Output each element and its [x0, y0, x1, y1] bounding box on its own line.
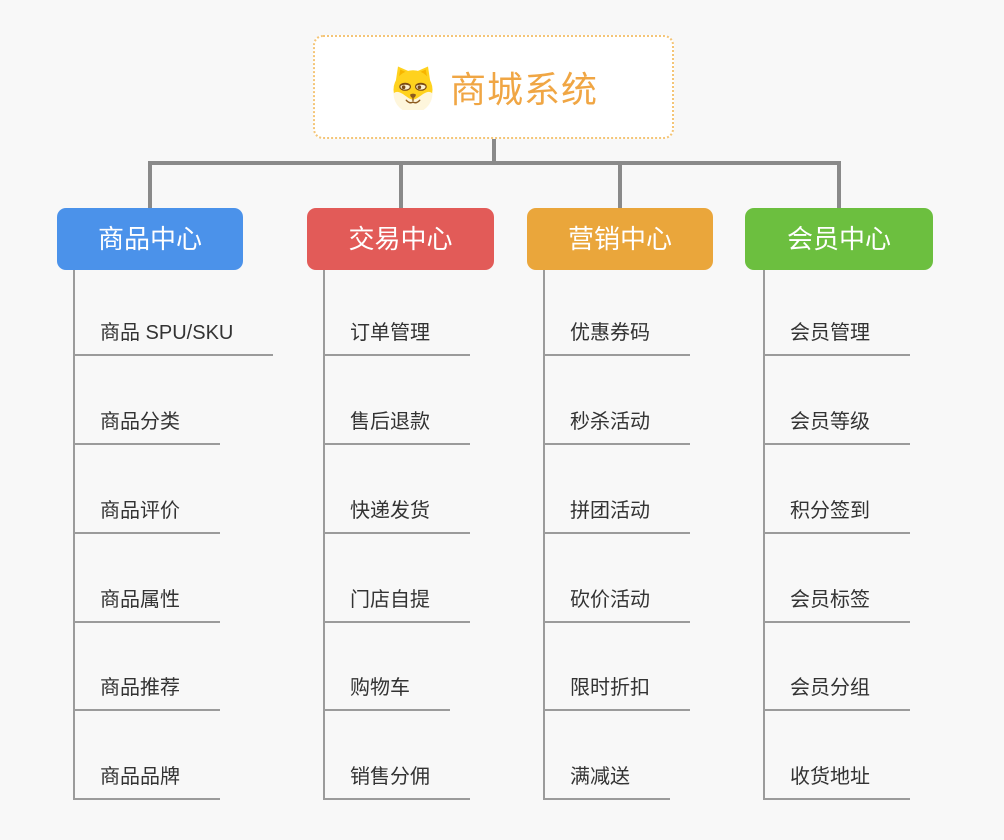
leaf-node[interactable]: 收货地址: [763, 763, 910, 800]
dog-face-icon: [393, 66, 433, 110]
leaf-node[interactable]: 积分签到: [763, 497, 910, 534]
leaf-node[interactable]: 商品属性: [73, 586, 220, 623]
leaf-node[interactable]: 商品 SPU/SKU: [73, 319, 274, 356]
spine-member-center: [763, 270, 765, 800]
leaf-node[interactable]: 砍价活动: [543, 586, 690, 623]
spine-product-center: [73, 270, 75, 800]
leaf-node[interactable]: 销售分佣: [323, 763, 470, 800]
leaf-node[interactable]: 商品推荐: [73, 674, 220, 711]
spine-trade-center: [323, 270, 325, 800]
leaf-node[interactable]: 会员管理: [763, 319, 910, 356]
connector-bus: [148, 161, 841, 165]
leaf-node[interactable]: 快递发货: [323, 497, 470, 534]
leaf-node[interactable]: 会员分组: [763, 674, 910, 711]
leaf-node[interactable]: 会员标签: [763, 586, 910, 623]
connector-drop-marketing: [618, 163, 622, 208]
leaf-node[interactable]: 满减送: [543, 763, 670, 800]
leaf-node[interactable]: 商品评价: [73, 497, 220, 534]
leaf-node[interactable]: 拼团活动: [543, 497, 690, 534]
connector-root-stub: [492, 139, 496, 163]
leaf-node[interactable]: 订单管理: [323, 319, 470, 356]
leaf-node[interactable]: 商品品牌: [73, 763, 220, 800]
spine-marketing-center: [543, 270, 545, 800]
branch-node-member-center[interactable]: 会员中心: [745, 208, 933, 270]
connector-drop-trade: [399, 163, 403, 208]
connector-drop-member: [837, 163, 841, 208]
branch-node-trade-center[interactable]: 交易中心: [307, 208, 494, 270]
leaf-node[interactable]: 限时折扣: [543, 674, 690, 711]
leaf-node[interactable]: 门店自提: [323, 586, 470, 623]
root-node-mall-system[interactable]: 商城系统: [313, 35, 674, 139]
connector-drop-product: [148, 163, 152, 208]
branch-node-marketing-center[interactable]: 营销中心: [527, 208, 713, 270]
leaf-node[interactable]: 优惠券码: [543, 319, 690, 356]
leaf-node[interactable]: 购物车: [323, 674, 450, 711]
root-title: 商城系统: [449, 69, 598, 110]
leaf-node[interactable]: 会员等级: [763, 408, 910, 445]
branch-node-product-center[interactable]: 商品中心: [57, 208, 243, 270]
leaf-node[interactable]: 售后退款: [323, 408, 470, 445]
leaf-node[interactable]: 秒杀活动: [543, 408, 690, 445]
leaf-node[interactable]: 商品分类: [73, 408, 220, 445]
